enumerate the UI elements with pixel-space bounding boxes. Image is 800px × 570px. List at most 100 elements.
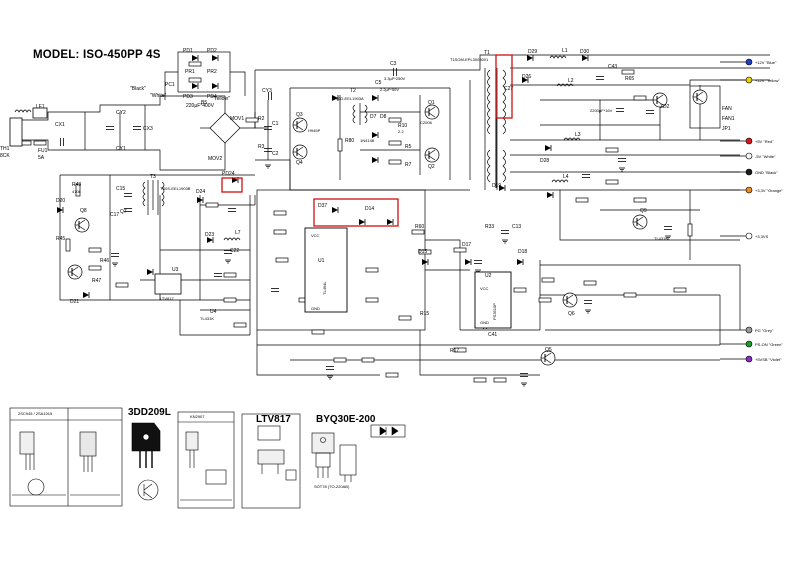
lbl-r80: R80: [345, 138, 354, 144]
lbl-d18: D18: [518, 249, 527, 255]
lbl-c15: C15: [116, 186, 125, 192]
lbl-t1-part: T1SOM-EPL3003001: [450, 57, 489, 62]
lbl-u2-vcc: VCC: [480, 286, 489, 291]
lbl-mov1: MOV1: [230, 116, 244, 122]
lbl-c27: C27: [504, 86, 513, 92]
highlight-d26: [221, 177, 243, 193]
lbl-r7: R7: [405, 162, 412, 168]
lbl-q1-part: C2006: [420, 120, 433, 125]
lbl-u1-part: TL494L: [322, 281, 327, 295]
output-terminal-label: PS-ON "Green": [755, 342, 783, 347]
lbl-c3: C3: [390, 61, 397, 67]
lbl-l3: L3: [575, 132, 581, 138]
highlight-d37-d14: [313, 198, 399, 227]
output-terminal-dot: [745, 137, 753, 145]
lbl-c22: C22: [230, 248, 239, 254]
output-terminal-label: +12V "Blue": [755, 60, 777, 65]
wiring: [13, 51, 770, 376]
output-terminal-label: PG "Grey": [755, 328, 774, 333]
pkg-label-2sc945: 2SC945 / 2SA1015: [18, 411, 53, 416]
output-terminal-dot: [745, 58, 753, 66]
lbl-pd4: PD4: [207, 94, 217, 100]
lbl-u4-part: TL431K: [200, 316, 214, 321]
package-drawings: [9, 407, 406, 509]
transistors: [67, 89, 708, 366]
output-terminal-label: +12V "Yellow": [755, 78, 780, 83]
lbl-r47: R47: [92, 278, 101, 284]
lbl-r43-value: 470k: [72, 189, 81, 194]
output-terminal-dot: [745, 232, 753, 240]
ic-u3-body: [154, 273, 182, 295]
output-terminal-dot: [745, 152, 753, 160]
transformer-t2: [352, 103, 368, 125]
output-terminal-dot: [745, 340, 753, 348]
lbl-u4: U4: [210, 309, 217, 315]
pkg-note-sot78: SOT78 (TO-220AB): [314, 484, 350, 489]
output-terminal-label: +3,3VS: [755, 234, 769, 239]
lbl-t3-part: TS0S-EEL1903B: [160, 186, 191, 191]
highlights: [221, 54, 513, 227]
lbl-c1: C1: [272, 121, 279, 127]
lbl-q8: Q8: [80, 208, 87, 214]
lbl-d7: D7: [370, 114, 377, 120]
lbl-r5: R5: [405, 144, 412, 150]
page-title: MODEL: ISO-450PP 4S: [33, 49, 161, 61]
lbl-fan1: FAN1: [722, 116, 735, 122]
lbl-d24: D24: [196, 189, 205, 195]
lbl-u2-gnd: GND: [480, 320, 489, 325]
lbl-th1: TH1: [0, 146, 10, 152]
lbl-pr2: PR2: [207, 69, 217, 75]
lbl-d29: D29: [528, 49, 537, 55]
lbl-u2-part: PS3510P: [492, 303, 497, 320]
lbl-r17: R17: [450, 348, 459, 354]
output-terminal-dot: [745, 168, 753, 176]
lbl-zd2: ZD2: [660, 104, 670, 110]
lbl-b5: B5: [201, 100, 207, 106]
lbl-t2: T2: [350, 88, 356, 94]
output-terminal-label: +3,3V "Orange": [755, 188, 783, 193]
lbl-c-value: 2200µF*16V: [590, 108, 613, 113]
lbl-c2: C2: [272, 151, 279, 157]
lbl-c17: C17: [110, 212, 119, 218]
lbl-mov2: MOV2: [208, 156, 222, 162]
lbl-c13: C13: [512, 224, 521, 230]
lbl-d30: D30: [580, 49, 589, 55]
pkg-sheet-ltv817: [241, 413, 301, 509]
output-terminal-label: -5V "White": [755, 154, 776, 159]
lbl-r15: R15: [420, 311, 429, 317]
lbl-q4: Q4: [296, 160, 303, 166]
lbl-black: "Black": [130, 86, 146, 92]
lbl-u1-gnd: GND: [311, 306, 320, 311]
lbl-u2: U2: [485, 273, 492, 279]
lbl-d14: D14: [365, 206, 374, 212]
lbl-d17: D17: [462, 242, 471, 248]
lbl-r33: R33: [485, 224, 494, 230]
lbl-lf1: LF1: [36, 104, 45, 110]
ac-inlet: [9, 117, 23, 147]
lbl-th1-value: 8CK: [0, 153, 10, 159]
lbl-cx1: CX1: [55, 122, 65, 128]
lbl-q2: Q2: [428, 164, 435, 170]
pkg-label-byq30e: BYQ30E-200: [316, 414, 376, 425]
lbl-c5-value: 2.2µF*50V: [380, 87, 399, 92]
output-terminal-dot: [745, 326, 753, 334]
pkg-label-kn2907: KN2907: [190, 414, 205, 419]
lbl-r43: R43: [72, 182, 81, 188]
lbl-l4: L4: [563, 174, 569, 180]
lbl-pd24: PD24: [222, 171, 235, 177]
highlight-c27: [495, 54, 513, 119]
lbl-pr1: PR1: [185, 69, 195, 75]
ic-u1-body: [304, 227, 348, 313]
lbl-u1-vcc: VCC: [311, 233, 320, 238]
output-terminal-dot: [745, 186, 753, 194]
lbl-l7: L7: [235, 230, 241, 236]
lbl-q9: Q9: [640, 208, 647, 214]
lbl-r3: R3: [258, 144, 265, 150]
lbl-c43: C43: [608, 64, 617, 70]
lbl-r60: R60: [415, 224, 424, 230]
lbl-fu1-value: 5A: [38, 155, 45, 161]
fan-block: [689, 85, 721, 129]
transformer-t3: [142, 180, 165, 210]
lbl-d19: D19: [492, 183, 501, 189]
lbl-d28: D28: [540, 158, 549, 164]
